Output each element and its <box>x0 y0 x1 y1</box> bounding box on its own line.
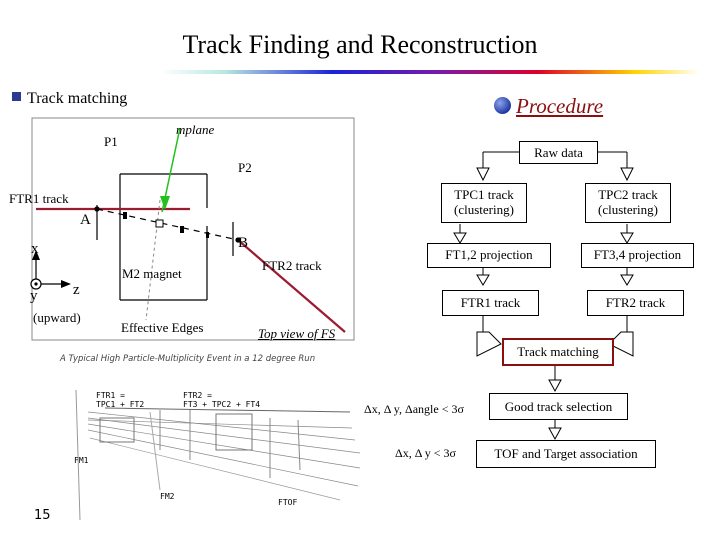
axis-y-label: y <box>30 288 38 304</box>
box-raw-data: Raw data <box>519 141 598 164</box>
event-beam-line <box>104 407 351 413</box>
box-tpc2-track: TPC2 track (clustering) <box>585 183 671 223</box>
event-track-1 <box>87 411 356 441</box>
sphere-bullet-icon <box>494 97 511 114</box>
event-ftr2-formula: FT3 + TPC2 + FT4 <box>183 400 261 409</box>
arrow-ftr2-matching <box>608 331 634 357</box>
point-b-dot <box>235 237 241 243</box>
mplane-marker <box>160 196 170 210</box>
event-track-4 <box>87 429 359 487</box>
box-tpc1-track: TPC1 track (clustering) <box>441 183 527 223</box>
arrow-raw-tpc1 <box>476 167 490 182</box>
label-ftr1-track: FTR1 track <box>9 191 69 206</box>
label-point-b: B <box>238 235 249 251</box>
label-point-a: A <box>80 212 91 228</box>
box-track-matching: Track matching <box>502 338 614 366</box>
track-hit-1 <box>123 212 127 219</box>
event-track-2 <box>87 417 361 454</box>
arrow-ft34-ftr2 <box>620 274 634 286</box>
event-fm2-label: FM2 <box>160 492 175 501</box>
box-ftr2-track: FTR2 track <box>587 290 684 316</box>
event-frame-left <box>75 389 81 521</box>
label-p2: P2 <box>238 160 252 175</box>
page-number: 15 <box>34 508 51 523</box>
event-ftr2-label: FTR2 = <box>183 391 212 400</box>
point-a-dot <box>94 206 100 212</box>
event-track-6 <box>89 437 341 501</box>
square-bullet-icon <box>12 92 21 101</box>
track-hit-2 <box>155 219 164 228</box>
arrow-matching-good <box>548 379 562 393</box>
event-fm2-edge <box>149 411 161 491</box>
label-p1: P1 <box>104 134 118 149</box>
arrow-ft12-ftr1 <box>476 274 490 286</box>
axis-x-arrowhead <box>32 250 40 260</box>
procedure-heading: Procedure <box>516 94 604 118</box>
condition-tof-cut: Δx, Δ y < 3σ <box>395 446 457 460</box>
event-ftr1-formula: TPC1 + FT2 <box>96 400 145 409</box>
arrow-tpc2-ft34 <box>620 232 634 244</box>
diagram-frame <box>31 117 355 341</box>
page-title: Track Finding and Reconstruction <box>182 30 538 59</box>
event-fm1-label: FM1 <box>74 456 89 465</box>
box-ft34-projection: FT3,4 projection <box>581 243 694 268</box>
event-track-5 <box>87 419 353 429</box>
axis-y-dot <box>34 282 38 286</box>
event-caption: A Typical High Particle-Multiplicity Eve… <box>60 354 316 364</box>
box-tof-target-association: TOF and Target association <box>476 440 656 468</box>
section-heading: Track matching <box>12 90 127 108</box>
arrow-raw-tpc2 <box>620 167 634 182</box>
axis-z-label: z <box>73 282 80 298</box>
arrow-good-tof <box>548 427 562 441</box>
label-top-view: Top view of FS <box>258 326 336 341</box>
box-ft12-projection: FT1,2 projection <box>427 243 551 268</box>
axis-x-label: x <box>31 241 39 257</box>
event-track-3 <box>87 423 361 469</box>
box-ftr1-track: FTR1 track <box>442 290 539 316</box>
label-effective-edges: Effective Edges <box>121 320 204 335</box>
box-good-track-selection: Good track selection <box>489 393 628 420</box>
axis-z-arrowhead <box>61 280 71 288</box>
event-tpc2-box <box>215 413 253 451</box>
event-ftr1-label: FTR1 = <box>96 391 125 400</box>
event-ftof-plane <box>297 419 301 471</box>
axis-y-note: (upward) <box>33 310 81 325</box>
label-magnet: M2 magnet <box>122 266 182 281</box>
title-rule <box>160 70 700 74</box>
ftr2-track-line <box>237 239 346 333</box>
track-hit-4 <box>206 232 209 238</box>
arrow-tpc1-ft12 <box>453 232 467 244</box>
event-tpc1-box <box>99 417 135 443</box>
label-mplane: mplane <box>176 122 215 137</box>
dashed-track-line <box>96 208 239 241</box>
condition-matching-cut: Δx, Δ y, Δangle < 3σ <box>364 402 464 416</box>
label-ftr2-track: FTR2 track <box>262 258 322 273</box>
event-ftof-label: FTOF <box>278 498 298 507</box>
track-hit-3 <box>180 226 184 233</box>
section-label: Track matching <box>27 90 128 107</box>
arrow-ftr1-matching <box>476 331 502 357</box>
